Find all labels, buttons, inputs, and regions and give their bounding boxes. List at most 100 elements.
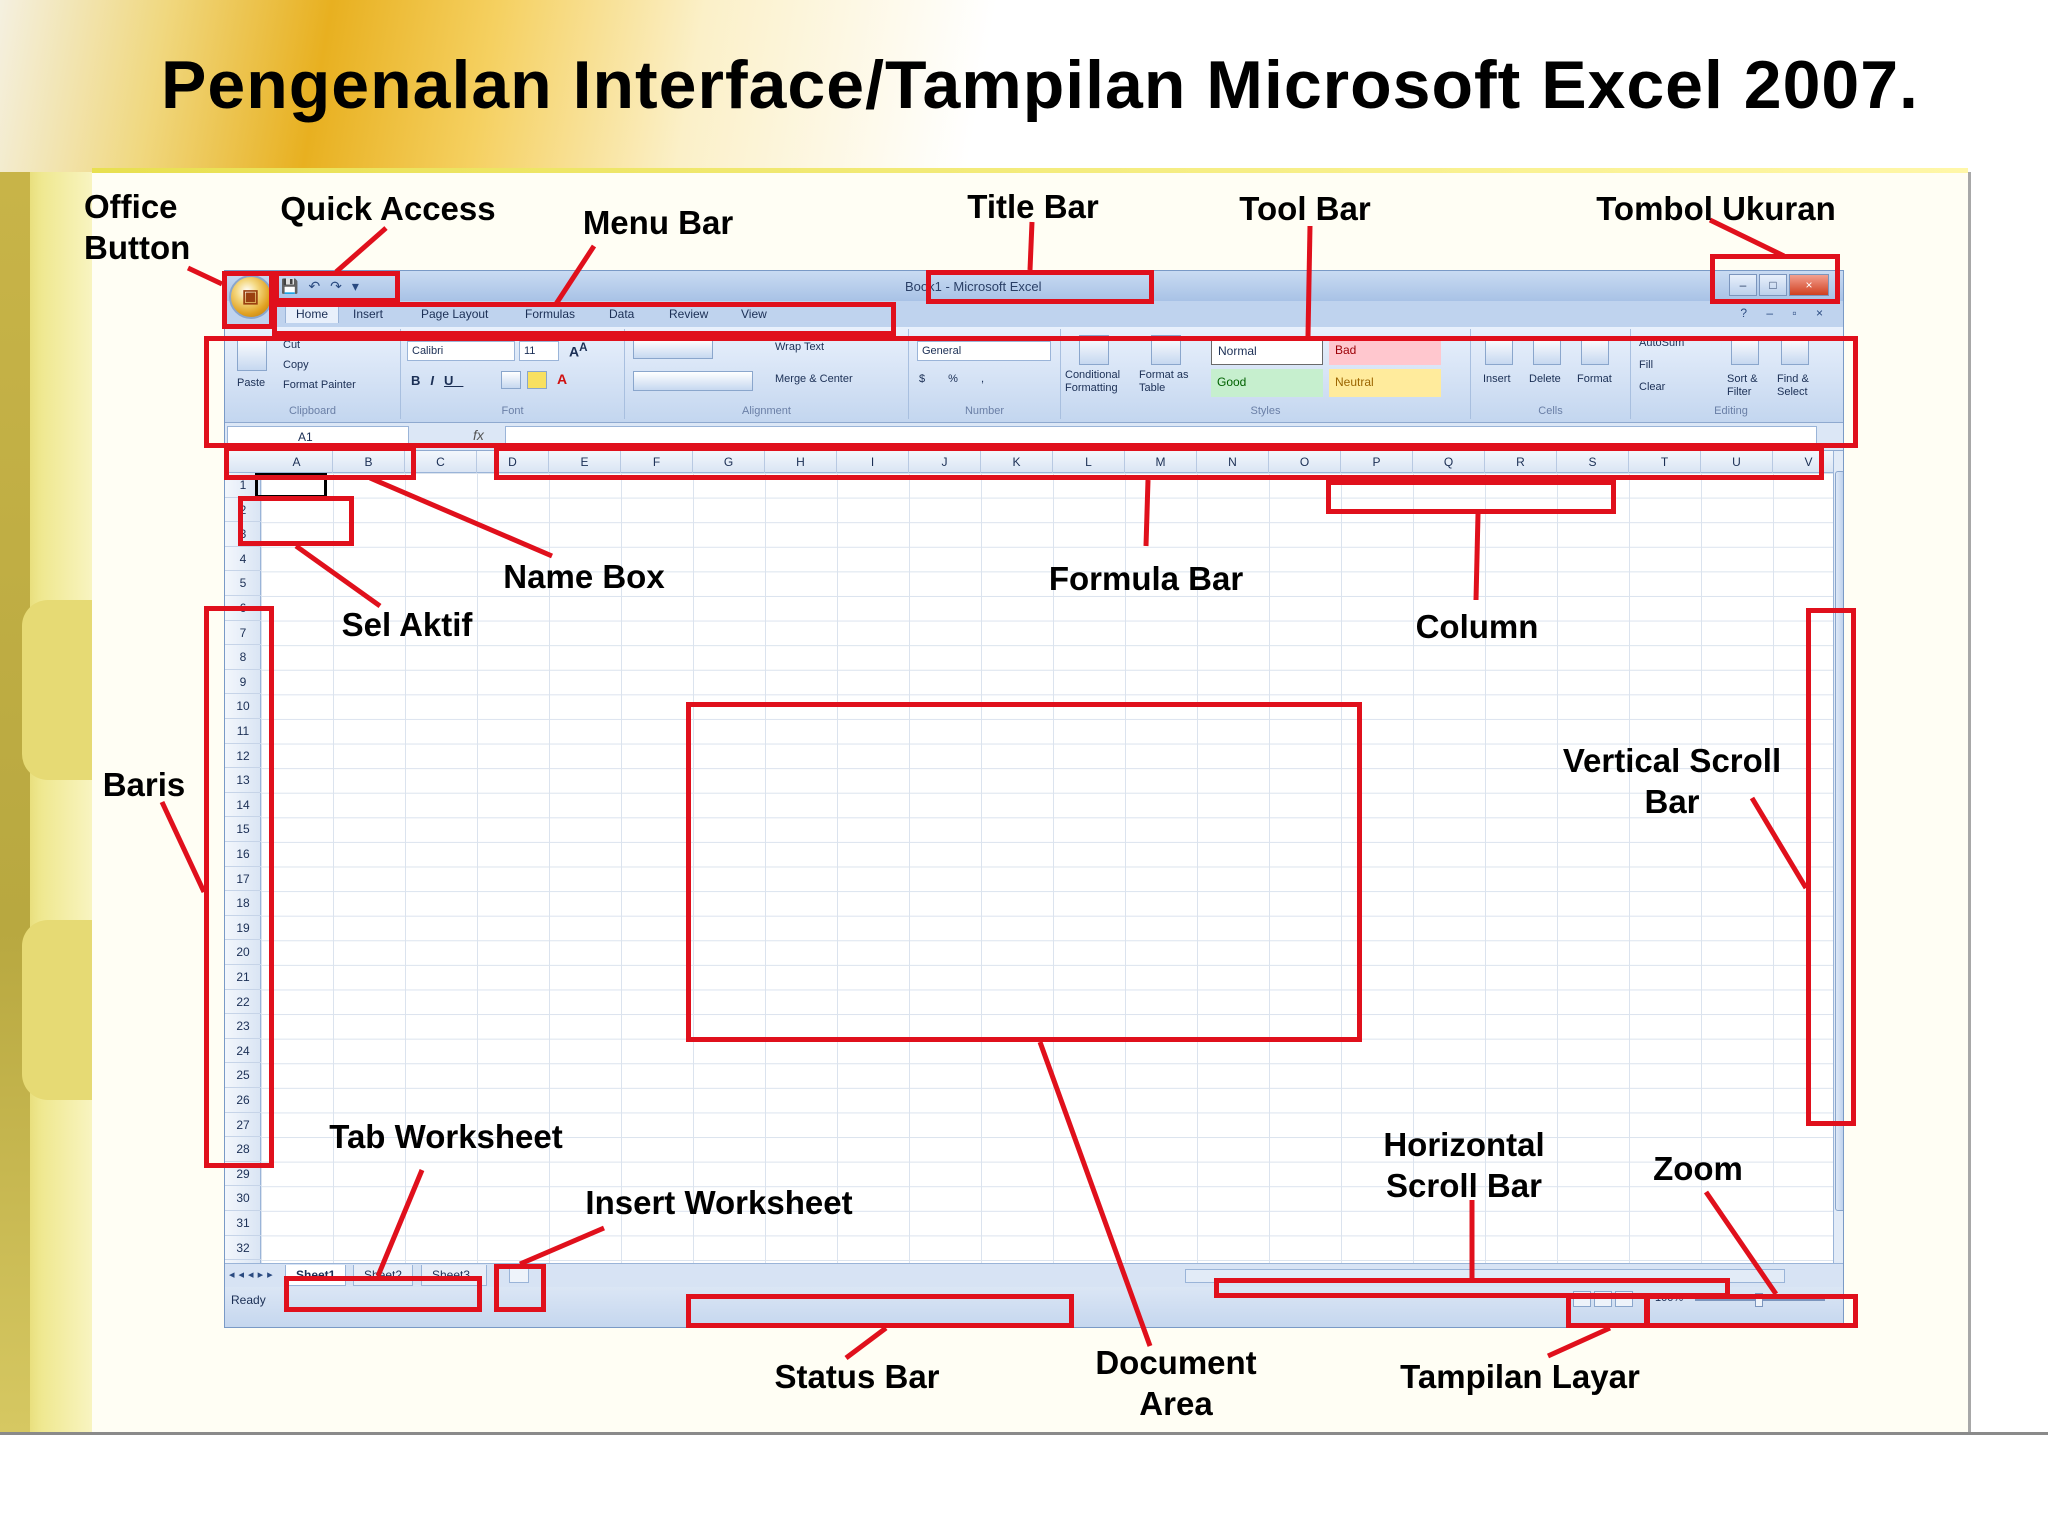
column-header[interactable]: J [909,451,981,473]
office-button[interactable]: ▣ [229,275,273,319]
insert-cells-button[interactable]: Insert [1483,373,1511,385]
row-header[interactable]: 14 [225,793,261,818]
fx-label[interactable]: fx [473,427,484,443]
conditional-formatting-button[interactable]: Conditional Formatting [1065,369,1121,394]
tab-page-layout[interactable]: Page Layout [421,307,489,321]
paste-icon[interactable] [237,337,267,371]
font-color-icon[interactable]: A [557,371,568,387]
column-header[interactable]: G [693,451,765,473]
undo-icon[interactable]: ↶ [308,278,321,294]
row-header[interactable]: 16 [225,842,261,867]
copy-button[interactable]: Copy [283,359,309,371]
row-header[interactable]: 8 [225,645,261,670]
row-header[interactable]: 7 [225,621,261,646]
vertical-scrollbar[interactable] [1833,451,1843,1263]
sort-filter-button[interactable]: Sort & Filter [1727,373,1758,398]
tab-insert[interactable]: Insert [353,307,384,321]
merge-center-button[interactable]: Merge & Center [775,373,853,385]
row-header[interactable]: 32 [225,1236,261,1261]
row-header[interactable]: 27 [225,1113,261,1138]
column-header[interactable]: E [549,451,621,473]
cut-button[interactable]: Cut [283,339,301,351]
horizontal-align-icons[interactable] [633,371,753,391]
column-header[interactable]: V [1773,451,1833,473]
fill-color-icon[interactable] [527,371,547,389]
column-header[interactable]: F [621,451,693,473]
font-name-select[interactable]: Calibri [407,341,515,361]
ribbon-window-controls[interactable]: ? – ▫ × [1740,306,1831,320]
row-header[interactable]: 12 [225,744,261,769]
insert-cells-icon[interactable] [1485,337,1513,365]
paste-label[interactable]: Paste [237,377,266,389]
row-header[interactable]: 17 [225,867,261,892]
format-cells-icon[interactable] [1581,337,1609,365]
column-header[interactable]: D [477,451,549,473]
column-header[interactable]: O [1269,451,1341,473]
tab-home[interactable]: Home [285,304,340,323]
delete-cells-button[interactable]: Delete [1529,373,1561,385]
column-header[interactable]: U [1701,451,1773,473]
row-header[interactable]: 22 [225,990,261,1015]
row-header[interactable]: 19 [225,916,261,941]
row-header[interactable]: 30 [225,1186,261,1211]
maximize-button[interactable]: □ [1759,274,1787,296]
row-header[interactable]: 26 [225,1088,261,1113]
find-select-icon[interactable] [1781,337,1809,365]
close-button[interactable]: × [1789,274,1829,296]
format-painter-button[interactable]: Format Painter [283,379,356,391]
column-header[interactable]: I [837,451,909,473]
row-header[interactable]: 9 [225,670,261,695]
column-header[interactable]: P [1341,451,1413,473]
tab-data[interactable]: Data [609,307,635,321]
row-header[interactable]: 15 [225,817,261,842]
row-header[interactable]: 11 [225,719,261,744]
row-header[interactable]: 3 [225,522,261,547]
column-header[interactable]: N [1197,451,1269,473]
tab-view[interactable]: View [741,307,767,321]
grow-font-icon[interactable]: AA [569,341,588,360]
row-header[interactable]: 4 [225,547,261,572]
column-header[interactable]: T [1629,451,1701,473]
row-header[interactable]: 10 [225,694,261,719]
redo-icon[interactable]: ↷ [330,278,342,294]
column-header[interactable]: B [333,451,405,473]
vertical-scroll-thumb[interactable] [1835,471,1843,1211]
clear-button[interactable]: Clear [1639,381,1666,393]
row-header[interactable]: 25 [225,1063,261,1088]
chevron-down-icon[interactable]: ▾ [351,278,359,294]
row-header[interactable]: 31 [225,1211,261,1236]
column-header[interactable]: K [981,451,1053,473]
style-bad[interactable]: Bad [1329,337,1441,365]
format-as-table-button[interactable]: Format as Table [1139,369,1189,394]
row-header[interactable]: 13 [225,768,261,793]
column-header[interactable]: A [261,451,333,473]
bold-italic-underline-buttons[interactable]: BIU [411,373,464,388]
row-header[interactable]: 5 [225,571,261,596]
number-format-buttons[interactable]: $ % , [919,373,995,385]
font-size-select[interactable]: 11 [519,341,559,361]
minimize-button[interactable]: – [1729,274,1757,296]
find-select-button[interactable]: Find & Select [1777,373,1809,398]
column-header[interactable]: C [405,451,477,473]
row-header[interactable]: 24 [225,1039,261,1064]
column-header[interactable]: Q [1413,451,1485,473]
style-good[interactable]: Good [1211,369,1323,397]
column-header[interactable]: S [1557,451,1629,473]
borders-icon[interactable] [501,371,521,389]
save-icon[interactable]: 💾 [281,278,299,294]
format-cells-button[interactable]: Format [1577,373,1612,385]
row-header[interactable]: 2 [225,498,261,523]
fill-button[interactable]: Fill [1639,359,1654,371]
row-header[interactable]: 23 [225,1014,261,1039]
style-neutral[interactable]: Neutral [1329,369,1441,397]
tab-formulas[interactable]: Formulas [525,307,576,321]
sheet-nav-arrows-icon[interactable]: ◂◂◂▸▸ [229,1269,277,1281]
row-header[interactable]: 21 [225,965,261,990]
column-header[interactable]: H [765,451,837,473]
row-header[interactable]: 18 [225,891,261,916]
column-header[interactable]: L [1053,451,1125,473]
column-header[interactable]: R [1485,451,1557,473]
wrap-text-button[interactable]: Wrap Text [775,341,825,353]
row-header[interactable]: 29 [225,1162,261,1187]
column-header[interactable]: M [1125,451,1197,473]
